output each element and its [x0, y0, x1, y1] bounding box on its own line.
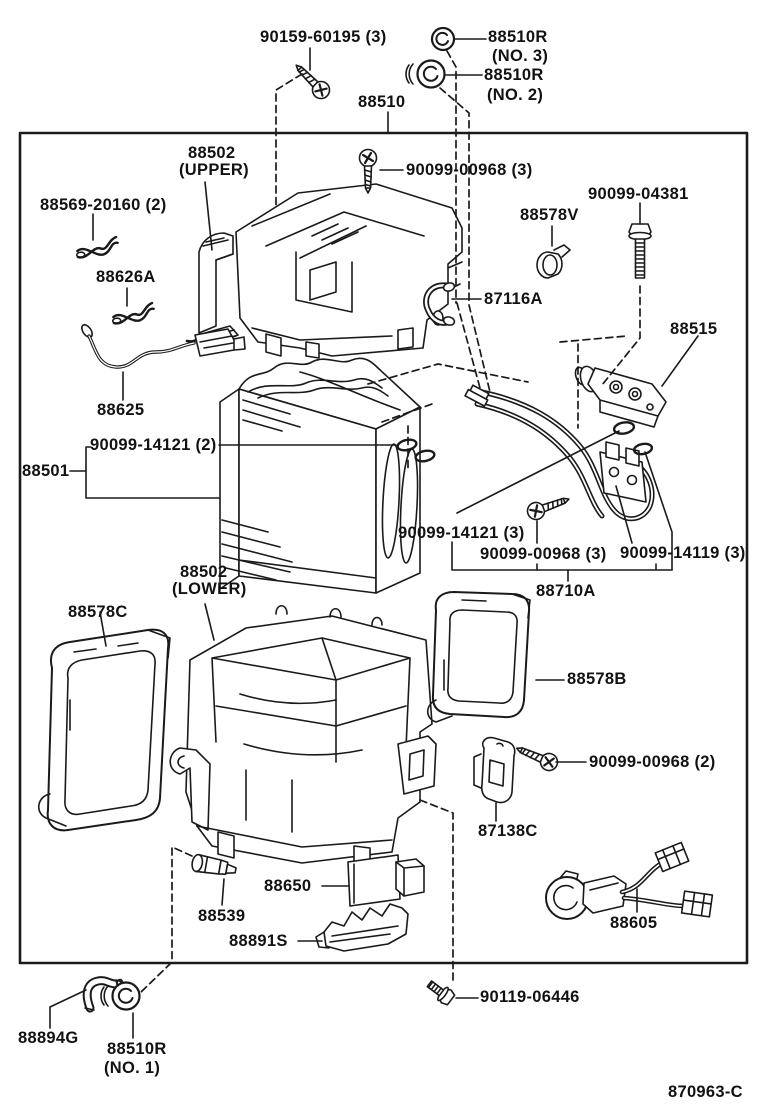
screw-icon	[524, 489, 573, 523]
part-label-88605: 88605	[610, 914, 658, 932]
lower-case-drawing	[169, 604, 437, 869]
part-label-90099-14121-2: 90099-14121 (2)	[90, 436, 217, 454]
bolt-icon	[628, 223, 652, 279]
harness-88605-drawing	[545, 841, 714, 920]
part-label-88626a: 88626A	[96, 268, 156, 286]
part-label-88891s: 88891S	[229, 932, 288, 950]
part-label-88515: 88515	[670, 320, 718, 338]
evaporator-drawing	[219, 357, 421, 594]
part-label-88578c: 88578C	[68, 603, 128, 621]
grommet-icon	[100, 981, 141, 1011]
part-label-88501: 88501	[22, 462, 70, 480]
part-label-90099-00968-top: 90099-00968 (3)	[406, 161, 533, 179]
part-label-88510r-no3: 88510R	[488, 28, 548, 46]
pipes-88710a-drawing	[464, 384, 655, 522]
clamp-88578v-drawing	[536, 244, 571, 279]
part-label-88569-20160: 88569-20160 (2)	[40, 196, 167, 214]
diagram-frame	[18, 131, 749, 965]
part-label-90099-14121-3: 90099-14121 (3)	[398, 524, 525, 542]
part-label-88625: 88625	[97, 401, 145, 419]
part-label-90159-60195: 90159-60195 (3)	[260, 28, 387, 46]
part-label-87138c: 87138C	[478, 822, 538, 840]
screw-icon	[289, 58, 335, 104]
part-label-88510r-no2: 88510R	[484, 66, 544, 84]
part-label-90099-04381: 90099-04381	[588, 185, 689, 203]
part-label-88539: 88539	[198, 907, 246, 925]
part-label-88510r-no1: 88510R	[107, 1040, 167, 1058]
part-label-90099-00968-mid: 90099-00968 (3)	[480, 545, 607, 563]
wire-88625-drawing	[81, 324, 246, 369]
part-label-88502-lower-sub: (LOWER)	[172, 580, 247, 598]
part-label-88710a: 88710A	[536, 582, 596, 600]
leader-lines	[49, 38, 699, 1039]
part-label-88510r-no3-sub: (NO. 3)	[492, 47, 549, 65]
diagram-code: 870963-C	[668, 1083, 743, 1101]
part-label-88894g: 88894G	[18, 1029, 79, 1047]
assembly-label-88510: 88510	[358, 93, 406, 111]
part-label-88650: 88650	[264, 877, 312, 895]
part-label-88502-upper-sub: (UPPER)	[179, 161, 249, 179]
grommet-icon	[405, 59, 446, 89]
part-label-90119-06446: 90119-06446	[480, 988, 580, 1006]
part-label-88502-lower: 88502	[180, 563, 228, 581]
plate-88891s-drawing	[315, 903, 409, 952]
seal-88578b-drawing	[426, 591, 531, 723]
part-label-87116a: 87116A	[484, 290, 543, 308]
part-label-90099-00968-2: 90099-00968 (2)	[589, 753, 716, 771]
seal-88578c-drawing	[38, 628, 171, 832]
clip-88569-drawing	[75, 235, 119, 259]
drain-87138c-drawing	[473, 736, 516, 804]
part-label-88578b: 88578B	[567, 670, 627, 688]
bolt-icon	[426, 980, 456, 1006]
o-rings	[396, 421, 654, 463]
part-label-88502-upper: 88502	[188, 144, 236, 162]
clamp-87116a-drawing	[423, 282, 456, 326]
expansion-valve-88515-drawing	[574, 365, 667, 428]
part-label-88510r-no1-sub: (NO. 1)	[104, 1059, 161, 1077]
part-label-90099-14119-3: 90099-14119 (3)	[620, 544, 746, 562]
part-label-88578v: 88578V	[520, 206, 579, 224]
assembly-dashed-lines	[138, 50, 641, 995]
part-label-88510r-no2-sub: (NO. 2)	[487, 86, 544, 104]
screw-icon	[512, 739, 562, 775]
grommet-icon	[430, 26, 456, 52]
clip-88626a-drawing	[111, 301, 155, 325]
amplifier-88650-drawing	[347, 854, 425, 907]
resistor-88539-drawing	[191, 853, 237, 875]
